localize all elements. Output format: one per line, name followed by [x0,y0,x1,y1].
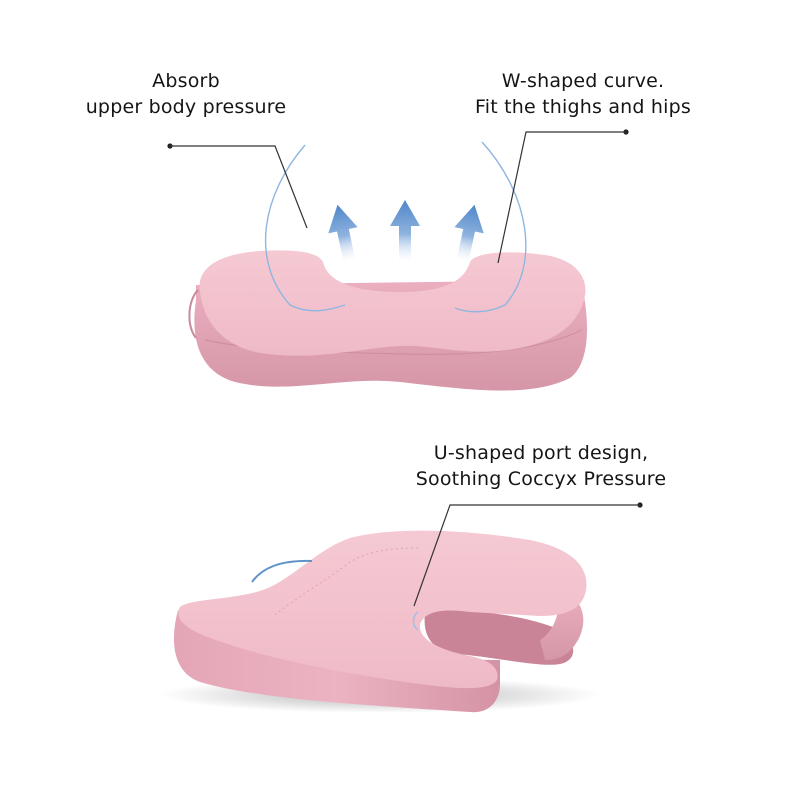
leader-u-shape [413,502,643,607]
top-cushion-surface [199,250,586,356]
bottom-cushion-figure [160,502,643,713]
left-pressure-arc [264,144,346,312]
right-pressure-arc [454,141,527,313]
top-cushion-figure [167,108,629,391]
callout-wshape-line1: W-shaped curve. [501,70,665,92]
leader-absorb [167,143,308,229]
bottom-cushion-surface [178,530,587,689]
callout-absorb-pressure: Absorb upper body pressure [58,68,314,120]
callout-w-shaped-curve: W-shaped curve. Fit the thighs and hips [452,68,714,120]
arrow-up-left-icon [328,204,358,263]
callout-absorb-line2: upper body pressure [85,96,287,118]
callout-ushape-line1: U-shaped port design, [433,442,649,464]
back-support-arc [251,559,313,583]
callout-ushape-line2: Soothing Coccyx Pressure [415,468,667,490]
arrow-up-right-icon [454,204,484,263]
callout-u-shaped-port: U-shaped port design, Soothing Coccyx Pr… [396,440,686,492]
callout-wshape-line2: Fit the thighs and hips [474,96,691,118]
arrow-up-center-icon [390,200,420,262]
callout-absorb-line1: Absorb [152,70,220,92]
leader-w-shape [497,129,629,264]
pressure-arrows [328,200,484,263]
